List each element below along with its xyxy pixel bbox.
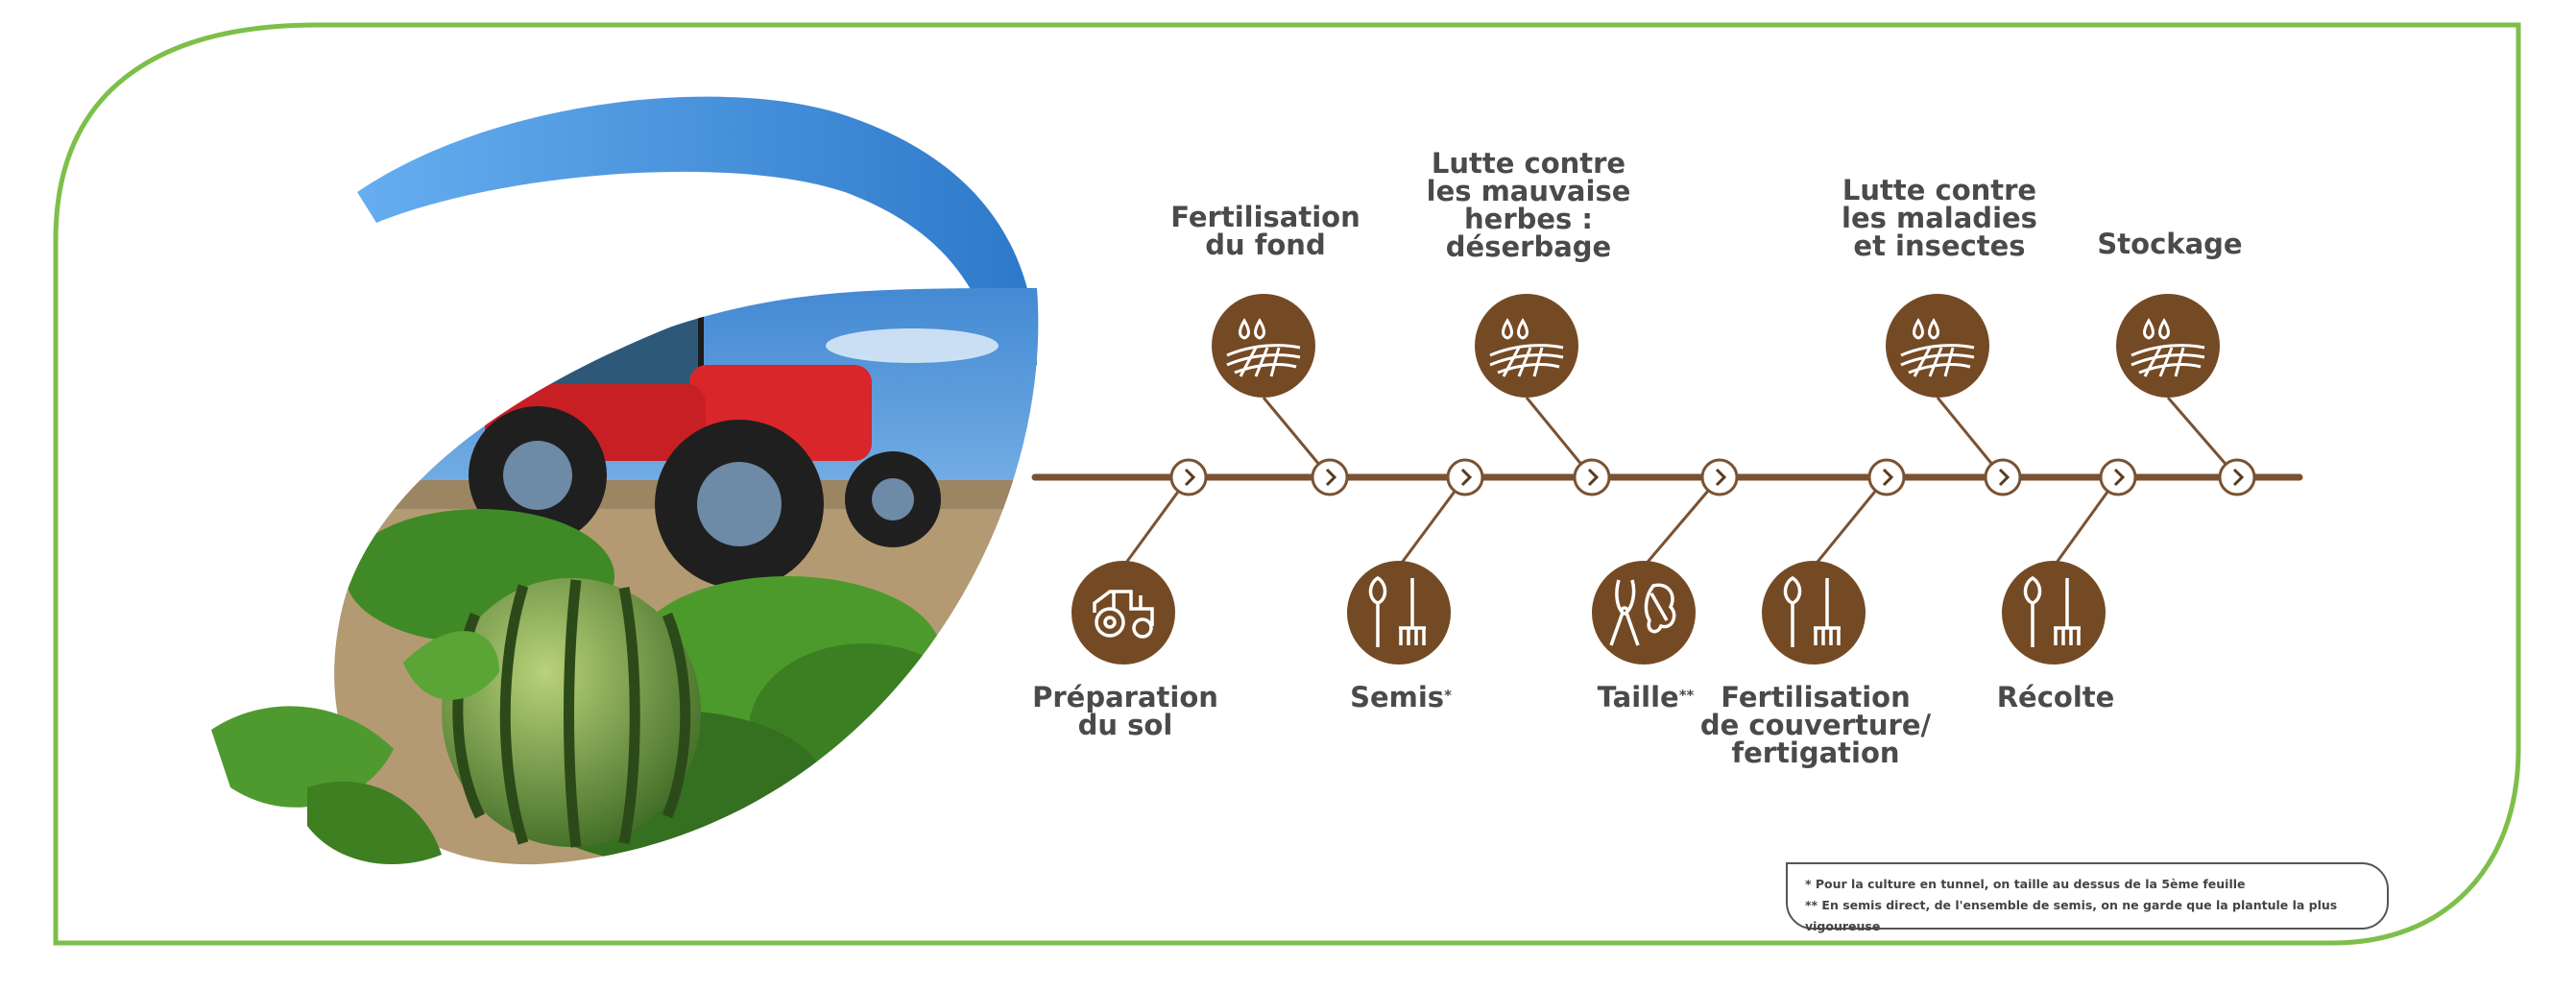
chevron-node-5[interactable] [1700, 458, 1739, 496]
chevron-right-icon [1715, 468, 1727, 487]
field-drops-icon [1212, 294, 1315, 398]
chevron-node-9[interactable] [2218, 458, 2256, 496]
shovel-rake-icon [1762, 561, 1866, 665]
footnote-2: ** En semis direct, de l'ensemble de sem… [1805, 898, 2338, 933]
chevron-right-icon [1184, 468, 1196, 487]
chevron-right-icon [2113, 468, 2126, 487]
footnote-1: * Pour la culture en tunnel, on taille a… [1805, 877, 2246, 891]
chevron-right-icon [1325, 468, 1337, 487]
label-lutte-mauvaises-herbes: Lutte contre les mauvaise herbes : déser… [1426, 147, 1631, 263]
melon-leaves [211, 631, 499, 864]
chevron-right-icon [2232, 468, 2245, 487]
chevron-node-6[interactable] [1867, 458, 1906, 496]
tractor-icon [1071, 561, 1175, 665]
pruning-shears-icon [1592, 561, 1696, 665]
label-fertilisation-couverture: Fertilisation de couverture/ fertigation [1699, 681, 1932, 769]
timeline-nodes [1169, 458, 2256, 496]
label-semis: Semis* [1350, 681, 1452, 713]
label-fertilisation-du-fond: Fertilisation du fond [1170, 201, 1360, 261]
label-preparation-du-sol: Préparation du sol [1032, 681, 1218, 741]
label-taille: Taille** [1597, 681, 1695, 713]
chevron-node-7[interactable] [1984, 458, 2022, 496]
footnote-box: * Pour la culture en tunnel, on taille a… [1786, 862, 2389, 933]
field-drops-icon [1886, 294, 1989, 398]
chevron-right-icon [1998, 468, 2010, 487]
chevron-right-icon [1587, 468, 1600, 487]
chevron-node-1[interactable] [1169, 458, 1208, 496]
frame-border [53, 22, 2521, 946]
chevron-node-3[interactable] [1446, 458, 1484, 496]
sky-band [357, 96, 1037, 365]
field-drops-icon [2116, 294, 2220, 398]
chevron-right-icon [1882, 468, 1894, 487]
watermelon [442, 578, 701, 848]
field-drops-icon [1475, 294, 1578, 398]
label-recolte: Récolte [1996, 681, 2115, 713]
chevron-node-8[interactable] [2099, 458, 2137, 496]
shovel-rake-icon [1347, 561, 1451, 665]
chevron-node-4[interactable] [1573, 458, 1611, 496]
chevron-right-icon [1460, 468, 1473, 487]
label-lutte-maladies: Lutte contre les maladies et insectes [1842, 174, 2037, 262]
chevron-node-2[interactable] [1311, 458, 1349, 496]
label-stockage: Stockage [2097, 228, 2243, 260]
shovel-rake-icon [2002, 561, 2106, 665]
